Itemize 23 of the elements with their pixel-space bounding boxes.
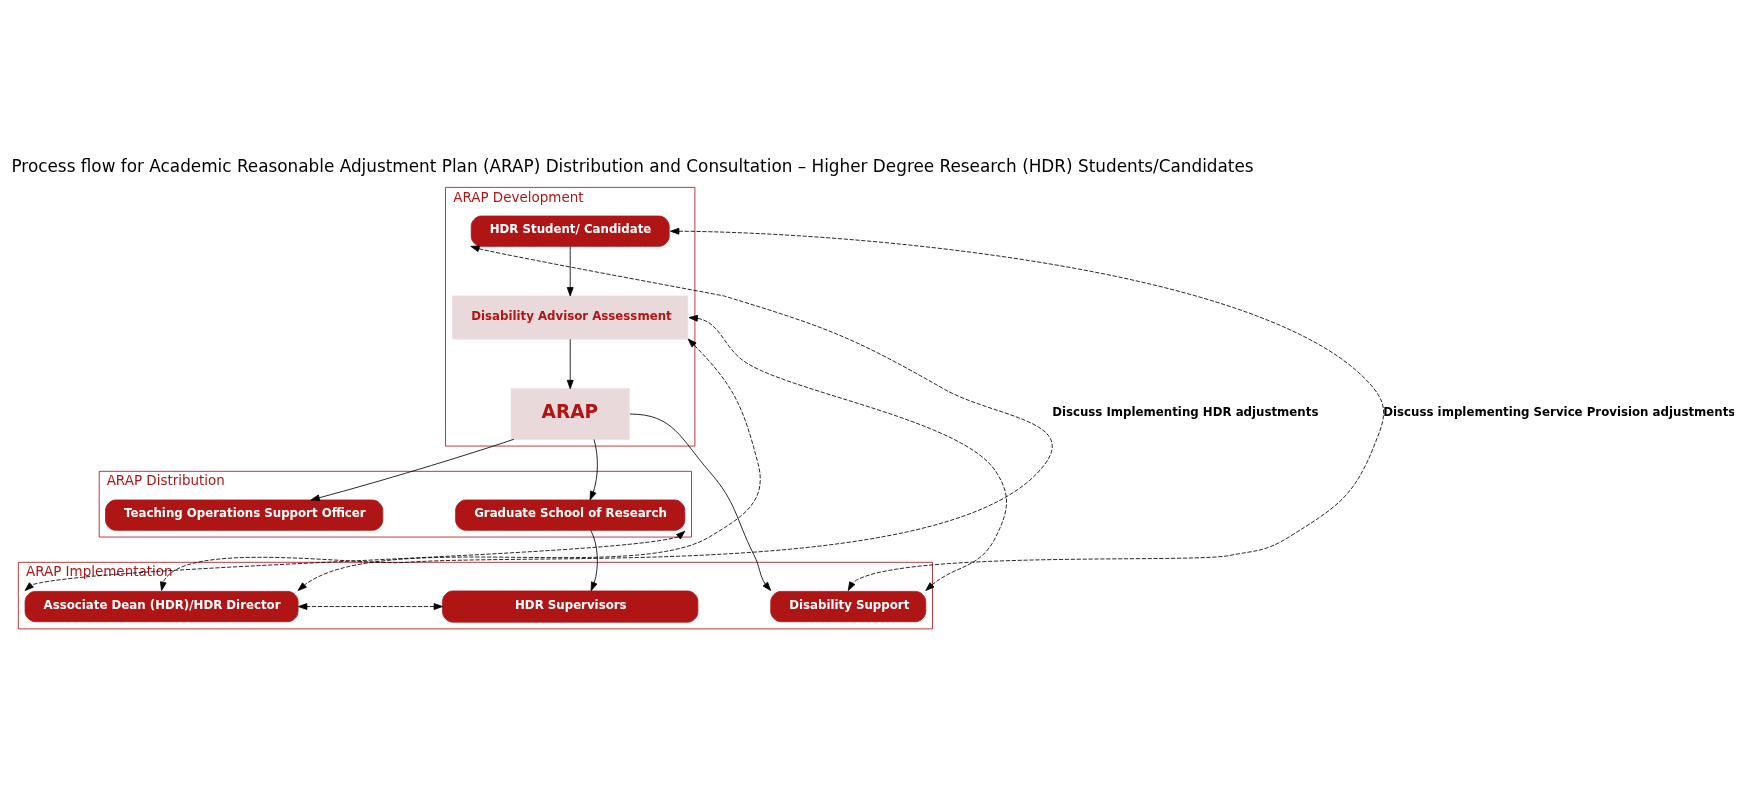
arrow xyxy=(670,227,1385,591)
arrow xyxy=(590,530,598,592)
edge-label: Discuss Implementing HDR adjustments xyxy=(1052,405,1319,420)
diagram-title: Process flow for Academic Reasonable Adjustment Plan (ARAP) Distribution and Consultation – Higher Degree Research (HDR) Students/Candidates xyxy=(11,156,1254,177)
arrow xyxy=(629,413,772,591)
node-box: HDR Supervisors xyxy=(442,590,699,623)
node-box: Disability Support xyxy=(770,591,927,623)
node-box: Teaching Operations Support Officer xyxy=(105,499,384,531)
node-box: Graduate School of Research xyxy=(455,499,686,531)
arrow xyxy=(298,603,443,610)
arrow xyxy=(688,314,1007,591)
node-box: ARAP xyxy=(510,388,630,440)
node-box: HDR Student/ Candidate xyxy=(470,215,670,247)
arrow xyxy=(297,338,761,591)
arrow xyxy=(589,439,598,501)
arrow xyxy=(310,438,515,502)
arrow xyxy=(159,245,1053,591)
arrow xyxy=(24,530,686,591)
node-box: Disability Advisor Assessment xyxy=(452,295,689,340)
edge-label: Discuss implementing Service Provision adjustments xyxy=(1383,405,1736,420)
arrow xyxy=(566,246,574,297)
node-box: Associate Dean (HDR)/HDR Director xyxy=(24,591,299,623)
arrow xyxy=(566,338,574,390)
